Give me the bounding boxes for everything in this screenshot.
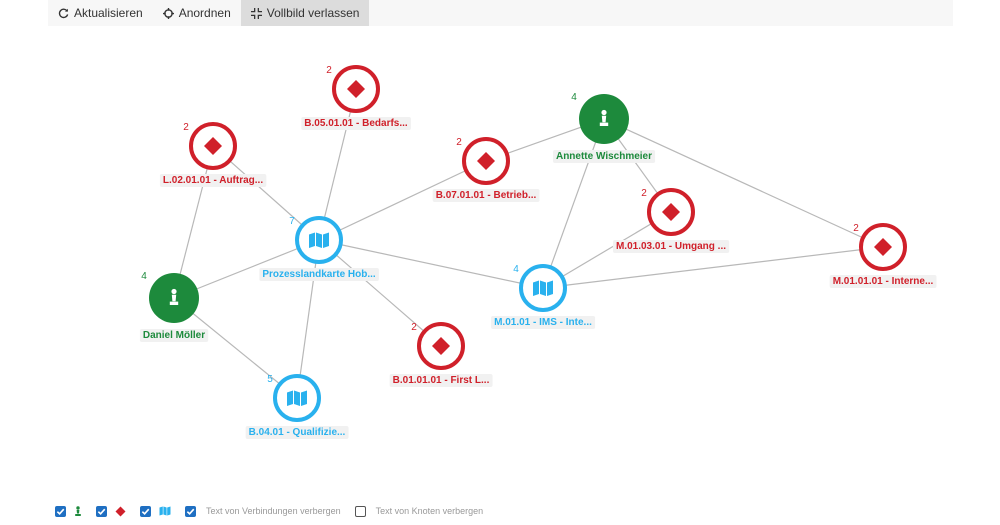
person-icon [169, 288, 179, 305]
node-label-background [829, 275, 937, 288]
edge-l0201-daniel [173, 145, 214, 299]
diamond-icon [874, 238, 892, 256]
node-label-background [552, 150, 656, 163]
legend-filter-risk[interactable] [96, 505, 126, 517]
diamond-icon [204, 137, 222, 155]
diamond-icon [662, 203, 680, 221]
node-connection-count: 2 [641, 188, 647, 199]
legend-filter-map[interactable] [140, 505, 171, 517]
graph-node-l0201[interactable]: 2L.02.01.01 - Auftrag... [159, 122, 267, 187]
node-label: Prozesslandkarte Hob... [262, 269, 376, 280]
node-connection-count: 2 [853, 223, 859, 234]
arrange-button[interactable]: Anordnen [153, 0, 241, 26]
node-connection-count: 2 [183, 122, 189, 133]
node-label: M.01.01.01 - Interne... [833, 276, 934, 287]
node-connection-count: 2 [411, 322, 417, 333]
node-connection-count: 4 [571, 92, 577, 103]
edge-m0103-m0101 [542, 211, 672, 289]
legend: Text von Verbindungen verbergen Text von… [55, 503, 497, 519]
edge-prozess-b0701 [318, 160, 487, 241]
map-icon [287, 390, 307, 406]
node-connection-count: 2 [456, 137, 462, 148]
node-label-background [612, 240, 730, 253]
node-label: B.04.01 - Qualifizie... [249, 427, 346, 438]
hide-node-text-option[interactable]: Text von Knoten verbergen [354, 505, 484, 517]
node-label-background [491, 316, 596, 329]
person-icon [599, 109, 609, 126]
node-label: L.02.01.01 - Auftrag... [163, 175, 263, 186]
node-connection-count: 4 [513, 264, 519, 275]
node-label: B.05.01.01 - Bedarfs... [304, 118, 408, 129]
refresh-icon [58, 8, 69, 19]
refresh-label: Aktualisieren [74, 6, 143, 20]
node-label: B.07.01.01 - Betrieb... [436, 190, 537, 201]
graph-node-m0101[interactable]: 4M.01.01 - IMS - Inte... [491, 264, 596, 329]
graph-node-m0101r[interactable]: 2M.01.01.01 - Interne... [829, 223, 937, 288]
node-label: B.01.01.01 - First L... [393, 375, 490, 386]
legend-filter-person[interactable] [55, 505, 82, 517]
exit-fullscreen-label: Vollbild verlassen [266, 6, 360, 20]
edge-m0101-m0101r [542, 246, 884, 289]
node-label: Annette Wischmeier [556, 151, 652, 162]
refresh-button[interactable]: Aktualisieren [48, 0, 153, 26]
hide-edge-text-checkbox[interactable] [185, 505, 196, 517]
diamond-icon [432, 337, 450, 355]
node-connection-count: 5 [267, 374, 273, 385]
edge-annette-m0101r [603, 118, 884, 248]
edge-prozess-m0101 [318, 239, 544, 289]
diamond-icon [477, 152, 495, 170]
node-label-background [139, 329, 209, 342]
node-label-background [259, 268, 379, 281]
hide-node-text-label: Text von Knoten verbergen [375, 506, 484, 516]
node-label: M.01.01 - IMS - Inte... [494, 317, 592, 328]
hide-edge-text-option[interactable]: Text von Verbindungen verbergen [185, 505, 341, 517]
graph-node-b0701[interactable]: 2B.07.01.01 - Betrieb... [432, 137, 540, 202]
edge-prozess-b0401 [296, 239, 320, 399]
compress-icon [250, 7, 262, 19]
graph-node-b0101[interactable]: 2B.01.01.01 - First L... [389, 322, 493, 387]
node-label-background [301, 117, 411, 130]
toolbar: Aktualisieren Anordnen Vollbild verlasse… [48, 0, 953, 26]
node-label-background [245, 426, 349, 439]
risk-filter-checkbox[interactable] [96, 505, 107, 517]
graph-node-b0501[interactable]: 2B.05.01.01 - Bedarfs... [301, 65, 411, 130]
node-label-background [432, 189, 540, 202]
edge-prozess-b0501 [318, 88, 357, 241]
hide-node-text-checkbox[interactable] [354, 505, 366, 517]
node-connection-count: 4 [141, 271, 147, 282]
map-icon [533, 280, 553, 296]
hide-edge-text-label: Text von Verbindungen verbergen [206, 506, 341, 516]
diamond-icon [347, 80, 365, 98]
node-label: Daniel Möller [143, 330, 205, 341]
node-label-background [389, 374, 493, 387]
map-icon [159, 506, 171, 516]
node-connection-count: 7 [289, 216, 295, 227]
person-icon [74, 505, 82, 517]
node-label-background [159, 174, 267, 187]
person-filter-checkbox[interactable] [55, 505, 66, 517]
exit-fullscreen-button[interactable]: Vollbild verlassen [240, 0, 370, 26]
edge-prozess-daniel [173, 239, 320, 299]
crosshair-icon [162, 7, 174, 19]
edge-daniel-b0401 [173, 297, 298, 399]
arrange-label: Anordnen [178, 6, 231, 20]
edge-annette-m0101 [542, 118, 605, 289]
map-filter-checkbox[interactable] [140, 505, 151, 517]
node-label: M.01.03.01 - Umgang ... [616, 241, 726, 252]
edge-prozess-b0101 [318, 239, 442, 347]
graph-node-b0401[interactable]: 5B.04.01 - Qualifizie... [245, 374, 349, 439]
edge-layer [173, 88, 884, 399]
node-layer: 2B.05.01.01 - Bedarfs...2L.02.01.01 - Au… [139, 65, 937, 439]
node-connection-count: 2 [326, 65, 332, 76]
diamond-icon [115, 506, 126, 517]
network-graph[interactable]: 2B.05.01.01 - Bedarfs...2L.02.01.01 - Au… [0, 26, 1000, 496]
map-icon [309, 232, 329, 248]
graph-node-m0103[interactable]: 2M.01.03.01 - Umgang ... [612, 188, 730, 253]
